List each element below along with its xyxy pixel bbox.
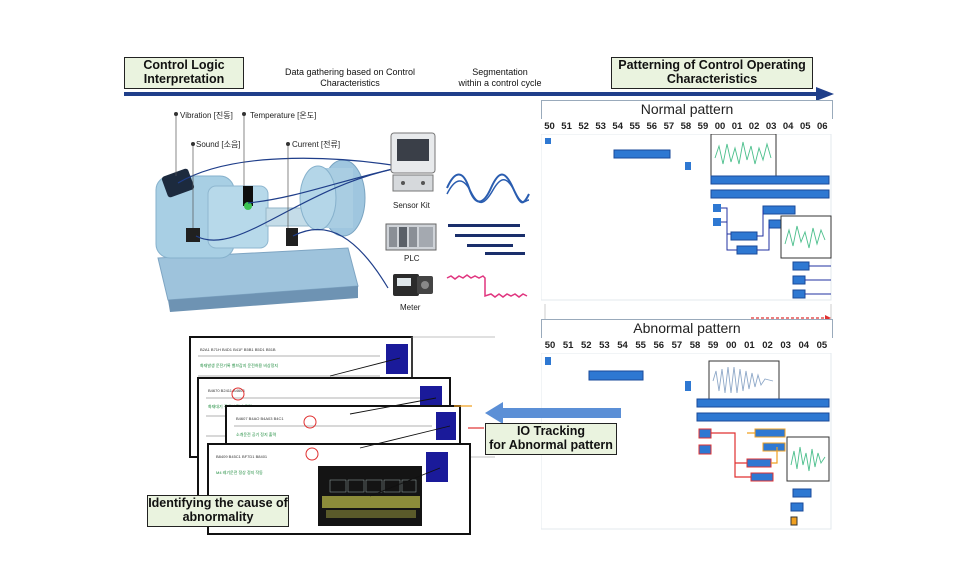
plc-icon bbox=[385, 223, 437, 251]
control-logic-label: Control Logic Interpretation bbox=[124, 57, 244, 89]
segmentation-label: Segmentation within a control cycle bbox=[458, 67, 542, 88]
tick-label: 01 bbox=[731, 121, 743, 132]
svg-text:소개운전 공기 정지 출력: 소개운전 공기 정지 출력 bbox=[236, 431, 276, 437]
ladder-logic-stack: B2A1 B71H B4D1 B41F B5B1 B5D1 B51B 화재발생 … bbox=[189, 336, 495, 535]
sensor-kit-label: Sensor Kit bbox=[393, 201, 430, 210]
tick-label: 54 bbox=[612, 121, 623, 132]
abnormal-pattern-chart bbox=[541, 353, 832, 530]
identifying-cause-label: Identifying the cause of abnormality bbox=[147, 495, 289, 527]
io-tracking-label: IO Tracking for Abnormal pattern bbox=[485, 423, 617, 455]
tick-label: 51 bbox=[562, 340, 574, 351]
tick-label: 55 bbox=[629, 121, 641, 132]
sound-label: Sound [소음] bbox=[196, 140, 241, 149]
tick-label: 58 bbox=[689, 340, 701, 351]
plc-label: PLC bbox=[404, 254, 420, 263]
normal-pattern-timeline: 50 51 52 53 54 55 56 57 58 59 00 01 02 03 04 05 06 bbox=[541, 121, 831, 132]
data-gathering-label: Data gathering based on Control Characte… bbox=[284, 67, 416, 88]
svg-text:B4670 B2411 B4603: B4670 B2411 B4603 bbox=[208, 388, 245, 393]
meter-signal bbox=[446, 274, 528, 298]
pattern-separator bbox=[544, 304, 832, 321]
tick-label: 03 bbox=[780, 340, 791, 351]
plc-signal-bars bbox=[448, 224, 525, 255]
tick-label: 06 bbox=[816, 121, 828, 132]
tick-label: 51 bbox=[561, 121, 572, 132]
tick-label: 59 bbox=[697, 121, 709, 132]
tick-label: 56 bbox=[646, 121, 658, 132]
abnormal-pattern-timeline: 50 51 52 53 54 55 56 57 58 59 00 01 02 03 04 05 bbox=[541, 340, 831, 351]
tick-label: 05 bbox=[816, 340, 828, 351]
tick-label: 00 bbox=[726, 340, 737, 351]
normal-pattern-title: Normal pattern bbox=[541, 100, 833, 119]
svg-text:M4 레기운전 정상 정지 작동: M4 레기운전 정상 정지 작동 bbox=[216, 469, 263, 475]
tick-label: 50 bbox=[544, 340, 556, 351]
tick-label: 02 bbox=[748, 121, 760, 132]
tick-label: 04 bbox=[782, 121, 794, 132]
motor-illustration bbox=[155, 112, 399, 312]
tick-label: 01 bbox=[744, 340, 755, 351]
tick-label: 52 bbox=[581, 340, 592, 351]
tick-label: 05 bbox=[799, 121, 811, 132]
tick-label: 57 bbox=[671, 340, 683, 351]
temperature-label: Temperature [온도] bbox=[250, 111, 317, 120]
tick-label: 02 bbox=[762, 340, 773, 351]
tick-label: 53 bbox=[599, 340, 610, 351]
tick-label: 58 bbox=[680, 121, 692, 132]
meter-label: Meter bbox=[400, 303, 421, 312]
svg-text:B4607 B4AO B4A03 B4C1: B4607 B4AO B4A03 B4C1 bbox=[236, 416, 284, 421]
tick-label: 52 bbox=[578, 121, 589, 132]
tick-label: 50 bbox=[544, 121, 555, 132]
sensor-kit-icon bbox=[390, 132, 436, 192]
tick-label: 57 bbox=[663, 121, 675, 132]
svg-text:B8409 B45C1 BF7D1 B8401: B8409 B45C1 BF7D1 B8401 bbox=[216, 454, 268, 459]
tick-label: 55 bbox=[635, 340, 646, 351]
tick-label: 00 bbox=[714, 121, 726, 132]
svg-text:화재발생 운전기록 밸브감지 운전허용 비상정지: 화재발생 운전기록 밸브감지 운전허용 비상정지 bbox=[200, 362, 278, 368]
vibration-label: Vibration [진동] bbox=[180, 111, 233, 120]
tick-label: 54 bbox=[617, 340, 628, 351]
process-arrow bbox=[124, 87, 834, 101]
io-tracking-arrow bbox=[485, 402, 621, 424]
abnormal-pattern-title: Abnormal pattern bbox=[541, 319, 833, 338]
tick-label: 04 bbox=[798, 340, 810, 351]
tick-label: 59 bbox=[707, 340, 719, 351]
tick-label: 53 bbox=[595, 121, 606, 132]
vibration-waveform bbox=[446, 173, 530, 204]
normal-pattern-chart bbox=[541, 134, 832, 301]
patterning-label: Patterning of Control Operating Characte… bbox=[611, 57, 813, 89]
tick-label: 03 bbox=[765, 121, 777, 132]
meter-icon bbox=[393, 274, 433, 296]
current-label: Current [전류] bbox=[292, 140, 341, 149]
svg-text:B2A1 B71H B4D1 B41F B5B1 B: B2A1 B71H B4D1 B41F B5B1 B5D1 B51B bbox=[200, 347, 276, 352]
tick-label: 56 bbox=[653, 340, 665, 351]
